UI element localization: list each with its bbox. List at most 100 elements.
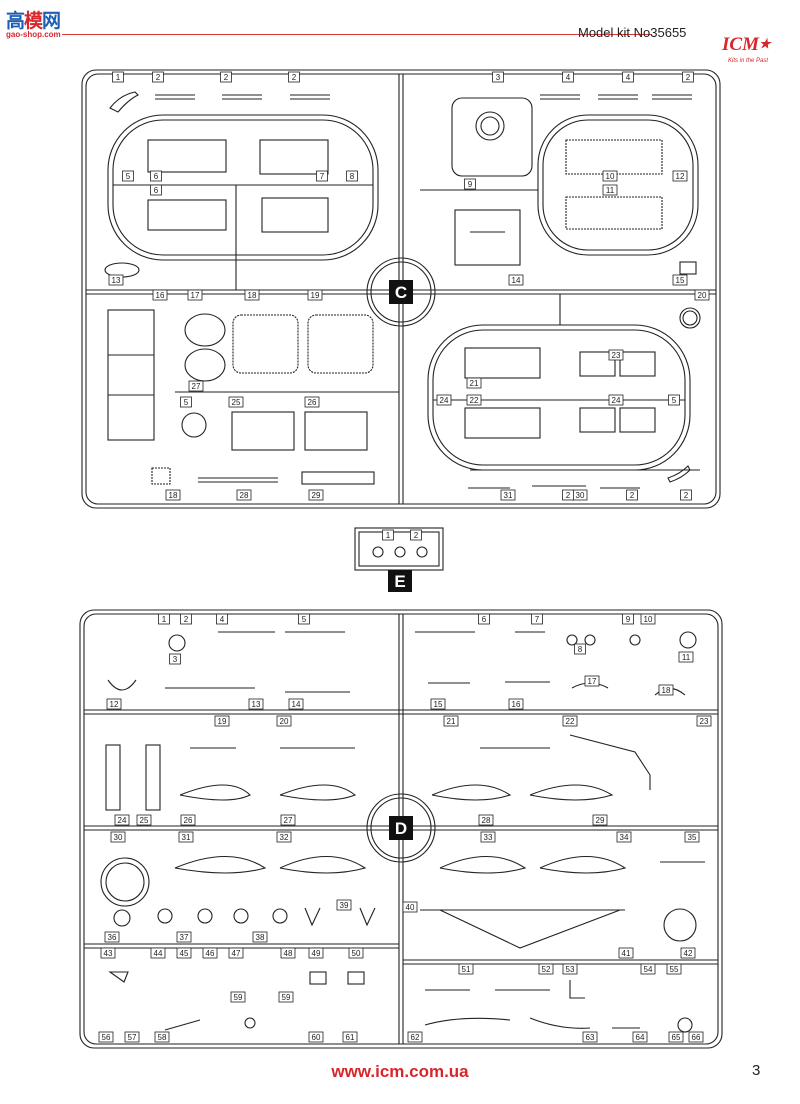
part-number-box xyxy=(500,489,516,501)
part-number-c-7: 7 xyxy=(320,172,325,181)
part-number-box xyxy=(110,831,126,843)
part-number-e-2: 2 xyxy=(414,531,419,540)
part-number-c-2: 2 xyxy=(630,491,635,500)
part-number-box xyxy=(508,274,524,286)
part-number-d-55: 55 xyxy=(670,965,679,974)
sprue-c-letter: C xyxy=(395,283,407,302)
part-number-box xyxy=(584,675,600,687)
part-number-box xyxy=(508,698,524,710)
part-number-d-23: 23 xyxy=(700,717,709,726)
part-number-box xyxy=(346,170,358,182)
part-number-d-36: 36 xyxy=(108,933,117,942)
part-number-box xyxy=(236,489,252,501)
part-number-box xyxy=(492,71,504,83)
part-number-box xyxy=(402,901,418,913)
part-number-d-22: 22 xyxy=(566,717,575,726)
part-number-d-26: 26 xyxy=(184,816,193,825)
part-number-d-51: 51 xyxy=(462,965,471,974)
part-number-box xyxy=(228,396,244,408)
part-number-c-25: 25 xyxy=(232,398,241,407)
part-number-d-1: 1 xyxy=(162,615,167,624)
star-icon: ★ xyxy=(758,36,771,51)
part-number-box xyxy=(150,184,162,196)
part-number-d-18: 18 xyxy=(662,686,671,695)
part-number-box xyxy=(308,489,324,501)
footer-url[interactable]: www.icm.com.ua xyxy=(331,1062,469,1081)
part-number-c-6: 6 xyxy=(154,172,159,181)
model-kit-number: Model kit No35655 xyxy=(578,25,687,40)
part-number-d-38: 38 xyxy=(256,933,265,942)
part-number-box xyxy=(298,613,310,625)
part-number-d-6: 6 xyxy=(482,615,487,624)
part-number-box xyxy=(680,947,696,959)
part-number-box xyxy=(308,947,324,959)
part-number-c-14: 14 xyxy=(512,276,521,285)
part-number-box xyxy=(187,289,203,301)
part-number-box xyxy=(688,1031,704,1043)
sprue-d-parts xyxy=(100,631,705,1033)
part-number-d-35: 35 xyxy=(688,833,697,842)
part-number-box xyxy=(180,814,196,826)
part-number-c-27: 27 xyxy=(192,382,201,391)
part-number-c-26: 26 xyxy=(308,398,317,407)
part-number-c-19: 19 xyxy=(311,291,320,300)
part-number-d-14: 14 xyxy=(292,700,301,709)
part-number-box xyxy=(106,698,122,710)
part-number-d-2: 2 xyxy=(184,615,189,624)
part-number-box xyxy=(407,1031,423,1043)
part-number-d-66: 66 xyxy=(692,1033,701,1042)
part-number-d-59: 59 xyxy=(282,993,291,1002)
header-divider xyxy=(62,34,652,35)
part-number-box xyxy=(562,715,578,727)
part-number-box xyxy=(618,947,634,959)
part-number-box xyxy=(464,178,476,190)
part-number-d-33: 33 xyxy=(484,833,493,842)
part-number-d-43: 43 xyxy=(104,949,113,958)
part-number-box xyxy=(280,947,296,959)
brand-name: ICM xyxy=(722,34,759,55)
part-number-d-24: 24 xyxy=(118,816,127,825)
part-number-box xyxy=(466,394,482,406)
part-number-d-3: 3 xyxy=(173,655,178,664)
part-number-box xyxy=(582,1031,598,1043)
part-number-box xyxy=(696,715,712,727)
part-number-c-5: 5 xyxy=(672,396,677,405)
part-number-c-17: 17 xyxy=(191,291,200,300)
part-number-box xyxy=(152,71,164,83)
part-number-d-64: 64 xyxy=(636,1033,645,1042)
part-number-box xyxy=(288,71,300,83)
page-number: 3 xyxy=(752,1062,761,1079)
part-number-box xyxy=(230,991,246,1003)
part-number-box xyxy=(180,613,192,625)
logo-char-1: 高 xyxy=(6,10,25,32)
logo-subtitle: gao-shop.com xyxy=(6,30,61,39)
part-number-box xyxy=(602,184,618,196)
part-number-c-6: 6 xyxy=(154,186,159,195)
sprue-d-frame xyxy=(79,609,723,1049)
part-number-box xyxy=(158,613,170,625)
part-number-box xyxy=(104,931,120,943)
part-number-d-21: 21 xyxy=(447,717,456,726)
part-number-d-25: 25 xyxy=(140,816,149,825)
part-number-box xyxy=(410,529,422,541)
part-number-d-50: 50 xyxy=(352,949,361,958)
part-number-box xyxy=(430,698,446,710)
part-number-c-4: 4 xyxy=(626,73,631,82)
part-number-box xyxy=(276,831,292,843)
logo-char-3: 网 xyxy=(42,10,61,32)
part-number-c-18: 18 xyxy=(169,491,178,500)
part-number-d-32: 32 xyxy=(280,833,289,842)
part-number-d-63: 63 xyxy=(586,1033,595,1042)
part-number-d-19: 19 xyxy=(218,717,227,726)
part-number-d-15: 15 xyxy=(434,700,443,709)
part-number-d-57: 57 xyxy=(128,1033,137,1042)
part-number-box xyxy=(574,643,586,655)
part-number-box xyxy=(694,289,710,301)
part-number-box xyxy=(668,394,680,406)
part-number-box xyxy=(169,653,181,665)
part-number-d-13: 13 xyxy=(252,700,261,709)
part-number-c-11: 11 xyxy=(606,186,615,195)
sprue-c-parts xyxy=(104,91,701,489)
